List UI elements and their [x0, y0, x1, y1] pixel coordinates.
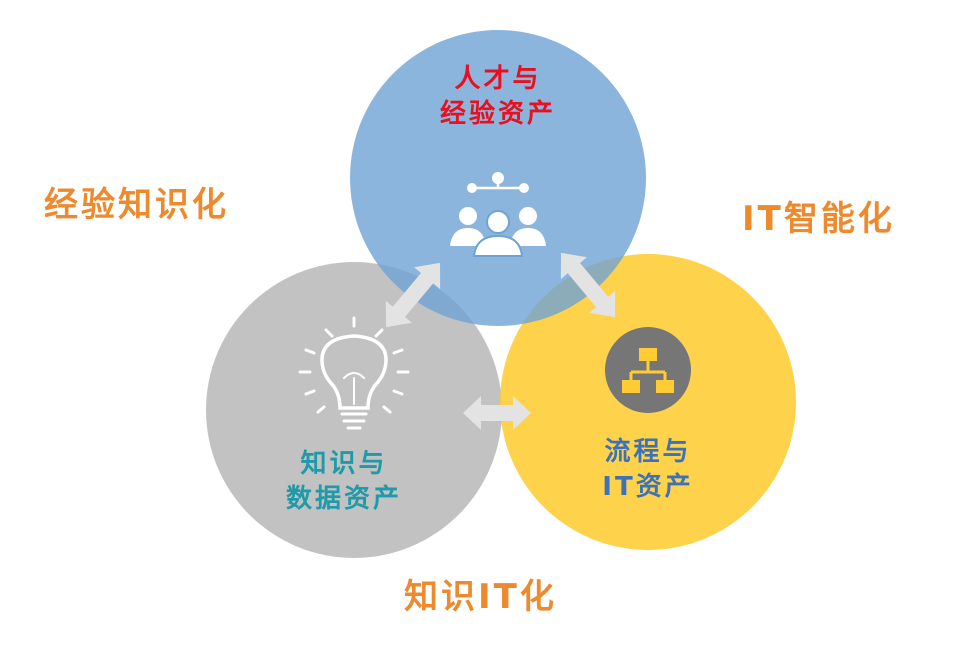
process-label-line1: 流程与 [604, 437, 692, 467]
process-it-label: 流程与 IT资产 [558, 435, 738, 505]
arrow-talent-process [560, 252, 616, 318]
it-intelligence-label: IT智能化 [742, 199, 895, 239]
flowchart-icon [605, 327, 691, 413]
knowledge-circle [206, 262, 502, 558]
process-label-line2: IT资产 [602, 472, 694, 503]
knowledge-label-line1: 知识与 [300, 449, 388, 479]
arrow-knowledge-process [463, 396, 531, 430]
experience-knowledge-label: 经验知识化 [44, 185, 229, 225]
talent-label-line1: 人才与 [454, 64, 542, 94]
arrow-talent-knowledge [385, 262, 441, 328]
knowledge-it-label: 知识IT化 [404, 577, 557, 617]
lightbulb-icon [298, 316, 410, 430]
talent-label-line2: 经验资产 [439, 99, 556, 130]
knowledge-data-label: 知识与 数据资产 [254, 447, 434, 517]
people-network-icon [450, 172, 546, 257]
talent-experience-label: 人才与 经验资产 [408, 62, 588, 132]
knowledge-label-line2: 数据资产 [285, 484, 402, 515]
